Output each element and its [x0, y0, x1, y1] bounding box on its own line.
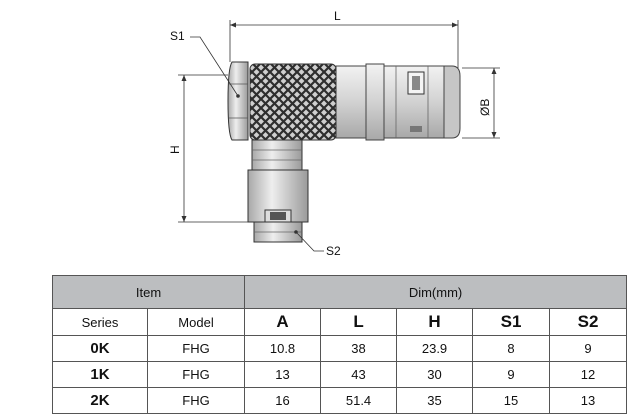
- item-header: Item: [51, 275, 246, 309]
- s2-cell: 13: [549, 387, 628, 414]
- h-cell: 35: [396, 387, 474, 414]
- s2-cell: 12: [549, 361, 628, 388]
- table-header-row: Item Dim(mm): [51, 275, 628, 309]
- s2-cell: 9: [549, 335, 628, 362]
- h-cell: 30: [396, 361, 474, 388]
- s1-label: S1: [170, 29, 185, 43]
- column-model: Model: [146, 308, 246, 336]
- column-a: A: [244, 308, 322, 336]
- l-cell: 51.4: [320, 387, 398, 414]
- connector-drawing: L H ØB: [168, 9, 500, 258]
- dimension-l-label: L: [334, 9, 341, 23]
- column-l: L: [320, 308, 398, 336]
- s2-callout: S2: [294, 230, 341, 258]
- table-row: 2K FHG 16 51.4 35 15 13: [52, 387, 628, 414]
- s1-callout: S1: [170, 29, 240, 98]
- dimension-h: H: [168, 74, 250, 223]
- s1-cell: 9: [472, 361, 551, 388]
- table-column-row: Series Model A L H S1 S2: [52, 308, 628, 336]
- a-cell: 13: [244, 361, 322, 388]
- series-cell: 1K: [52, 361, 148, 388]
- model-cell: FHG: [146, 387, 246, 414]
- table-row: 1K FHG 13 43 30 9 12: [52, 361, 628, 388]
- column-series: Series: [52, 308, 148, 336]
- column-h: H: [396, 308, 474, 336]
- dimension-h-label: H: [168, 145, 182, 154]
- l-cell: 43: [320, 361, 398, 388]
- dim-header: Dim(mm): [244, 275, 628, 309]
- series-cell: 2K: [52, 387, 148, 414]
- s2-label: S2: [326, 244, 341, 258]
- dimension-b-label: ØB: [478, 99, 492, 116]
- a-cell: 10.8: [244, 335, 322, 362]
- s1-cell: 8: [472, 335, 551, 362]
- series-cell: 0K: [52, 335, 148, 362]
- s1-cell: 15: [472, 387, 551, 414]
- model-cell: FHG: [146, 335, 246, 362]
- l-cell: 38: [320, 335, 398, 362]
- dimension-table: Item Dim(mm) Series Model A L H S1 S2 0K…: [51, 275, 628, 414]
- connector-body: [227, 61, 461, 243]
- dimension-l: L: [229, 9, 459, 68]
- a-cell: 16: [244, 387, 322, 414]
- column-s2: S2: [549, 308, 628, 336]
- model-cell: FHG: [146, 361, 246, 388]
- column-s1: S1: [472, 308, 551, 336]
- table-row: 0K FHG 10.8 38 23.9 8 9: [52, 335, 628, 362]
- dimension-b: ØB: [462, 67, 500, 139]
- h-cell: 23.9: [396, 335, 474, 362]
